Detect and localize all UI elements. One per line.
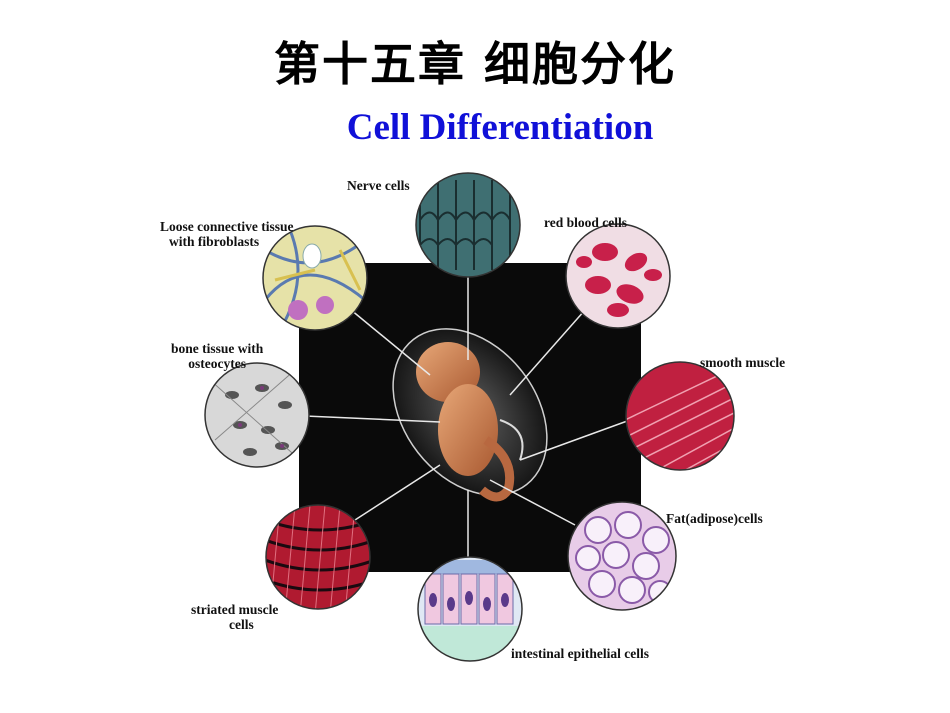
red-blood-cells-image (565, 223, 671, 329)
label-bone-tissue: bone tissue with osteocytes (171, 341, 263, 371)
label-striated-line-1: striated muscle (191, 602, 279, 617)
label-striated-muscle: striated muscle cells (191, 602, 278, 632)
label-nerve-cells: Nerve cells (347, 178, 410, 193)
label-intestinal-epithelial: intestinal epithelial cells (511, 646, 649, 661)
connector-lines (304, 277, 631, 557)
label-loose-connective-tissue: Loose connective tissue with fibroblasts (160, 219, 293, 249)
label-loose-line-2: with fibroblasts (169, 234, 260, 249)
embryo-illustration (392, 328, 548, 502)
label-smooth-muscle: smooth muscle (700, 355, 786, 370)
striated-muscle-image (265, 504, 371, 610)
intestinal-epithelial-image (417, 556, 523, 662)
label-bone-line-2: osteocytes (188, 356, 246, 371)
fat-cells-image (567, 501, 677, 611)
title-english: Cell Differentiation (346, 107, 654, 148)
bone-tissue-image (204, 362, 310, 468)
smooth-muscle-image (625, 361, 735, 471)
loose-connective-tissue-image (262, 225, 368, 331)
nerve-cells-image (415, 172, 521, 278)
label-loose-line-1: Loose connective tissue (160, 219, 294, 234)
label-bone-line-1: bone tissue with (171, 341, 264, 356)
title-chinese: 第十五章 细胞分化 (273, 37, 676, 91)
label-red-blood-cells: red blood cells (544, 215, 628, 230)
label-fat-cells: Fat(adipose)cells (666, 511, 763, 526)
label-striated-line-2: cells (229, 617, 254, 632)
